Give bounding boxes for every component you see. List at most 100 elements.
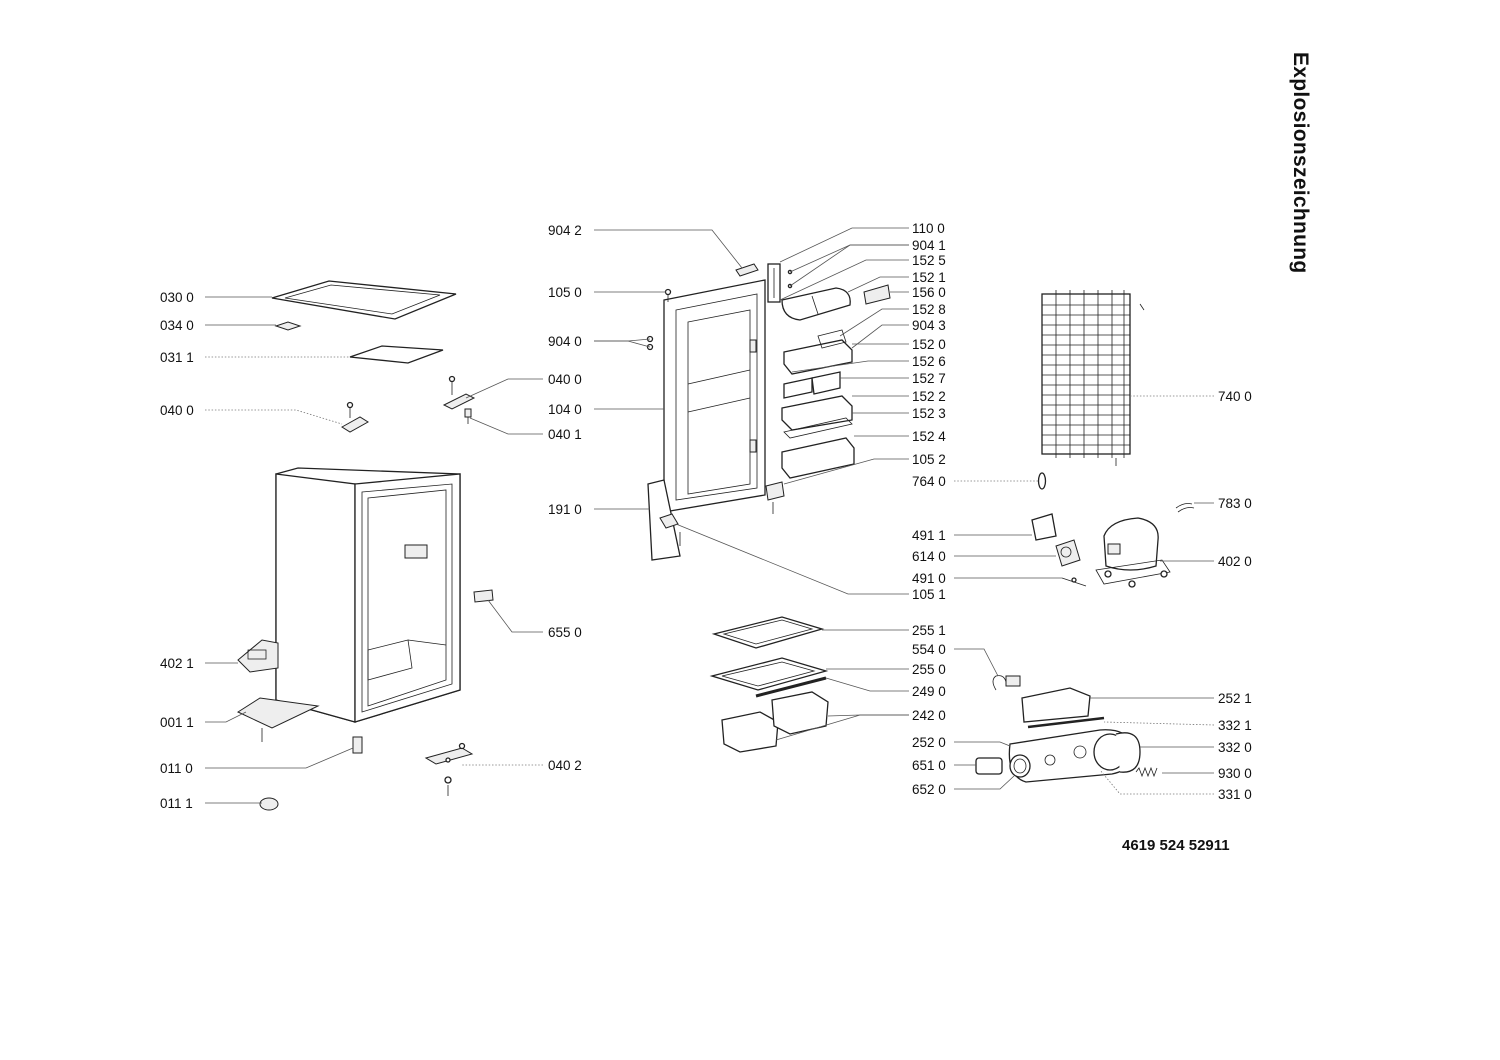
- label-783-0: 783 0: [1218, 496, 1252, 511]
- label-655-0: 655 0: [548, 625, 582, 640]
- shelf-plate-part: [349, 345, 444, 364]
- label-331-0: 331 0: [1218, 787, 1252, 802]
- label-740-0: 740 0: [1218, 389, 1252, 404]
- label-554-0: 554 0: [912, 642, 946, 657]
- glass-shelf-upper-part: [711, 616, 825, 649]
- label-242-0: 242 0: [912, 708, 946, 723]
- label-040-2: 040 2: [548, 758, 582, 773]
- label-252-0: 252 0: [912, 735, 946, 750]
- crisper-b-part: [771, 691, 829, 735]
- label-152-7: 152 7: [912, 371, 946, 386]
- cabinet-body: [275, 467, 461, 723]
- drain-clip-part: [1037, 472, 1047, 490]
- egg-tray-part: [863, 284, 891, 305]
- label-040-0-right: 040 0: [548, 372, 582, 387]
- label-105-1: 105 1: [912, 587, 946, 602]
- label-104-0: 104 0: [548, 402, 582, 417]
- door-part: [663, 279, 766, 513]
- label-652-0: 652 0: [912, 782, 946, 797]
- label-152-2: 152 2: [912, 389, 946, 404]
- label-402-1: 402 1: [160, 656, 194, 671]
- label-105-2: 105 2: [912, 452, 946, 467]
- crisper-a-part: [721, 711, 779, 753]
- label-332-1: 332 1: [1218, 718, 1252, 733]
- label-011-1: 011 1: [160, 796, 193, 811]
- label-904-1: 904 1: [912, 238, 946, 253]
- label-152-5: 152 5: [912, 253, 946, 268]
- small-clip-part: [274, 321, 302, 331]
- label-105-0: 105 0: [548, 285, 582, 300]
- label-764-0: 764 0: [912, 474, 946, 489]
- label-152-0: 152 0: [912, 337, 946, 352]
- drawing-title: Explosionszeichnung: [1289, 52, 1312, 274]
- label-152-6: 152 6: [912, 354, 946, 369]
- label-040-1: 040 1: [548, 427, 582, 442]
- label-152-3: 152 3: [912, 406, 946, 421]
- label-152-1: 152 1: [912, 270, 946, 285]
- label-255-1: 255 1: [912, 623, 946, 638]
- label-255-0: 255 0: [912, 662, 946, 677]
- door-shelf-b-part: [783, 371, 841, 399]
- condenser-part: [1041, 290, 1145, 466]
- label-904-0: 904 0: [548, 334, 582, 349]
- label-034-0: 034 0: [160, 318, 194, 333]
- butter-lid-part: [781, 287, 851, 321]
- door-bottom-hinge-part: [765, 481, 785, 514]
- label-491-0: 491 0: [912, 571, 946, 586]
- leader-lines: [205, 227, 1215, 804]
- lamp-socket-part: [1009, 754, 1031, 778]
- label-191-0: 191 0: [548, 502, 582, 517]
- label-402-0: 402 0: [1218, 554, 1252, 569]
- label-152-4: 152 4: [912, 429, 946, 444]
- foot-part: [259, 797, 279, 811]
- foot-screw-part: [352, 736, 363, 754]
- label-252-1: 252 1: [1218, 691, 1252, 706]
- label-031-1: 031 1: [160, 350, 194, 365]
- door-top-clip-part: [735, 263, 759, 277]
- compressor-part: [1095, 517, 1171, 588]
- label-930-0: 930 0: [1218, 766, 1252, 781]
- thermostat-housing-part: [1008, 729, 1135, 783]
- part-number-labels: 030 0 034 0 031 1 040 0 040 0 040 1 402 …: [160, 221, 1252, 811]
- small-tube-part: [1175, 503, 1195, 513]
- cable-clip-part: [1061, 577, 1087, 587]
- lower-hinge-part: [236, 697, 320, 742]
- door-shelf-c-part: [781, 395, 853, 439]
- label-011-0: 011 0: [160, 761, 193, 776]
- bottom-hinge-part: [424, 742, 474, 796]
- spring-part: [1135, 766, 1158, 778]
- label-156-0: 156 0: [912, 285, 946, 300]
- label-614-0: 614 0: [912, 549, 946, 564]
- foot-plate-part: [237, 639, 279, 673]
- label-030-0: 030 0: [160, 290, 194, 305]
- relay-part: [1055, 539, 1081, 567]
- hinge-left-part: [341, 401, 369, 433]
- label-904-2: 904 2: [548, 223, 582, 238]
- label-651-0: 651 0: [912, 758, 946, 773]
- gasket-strip-part: [1027, 716, 1105, 729]
- hinge-upper-part: [442, 375, 476, 424]
- knob-part: [1115, 732, 1141, 773]
- label-491-1: 491 1: [912, 528, 946, 543]
- door-shelf-a-part: [783, 329, 853, 375]
- door-bracket-part: [767, 263, 793, 303]
- light-cover-part: [1021, 687, 1091, 723]
- bottle-shelf-part: [781, 437, 855, 479]
- document-number: 4619 524 52911: [1122, 837, 1230, 854]
- top-cover-part: [271, 280, 457, 320]
- label-249-0: 249 0: [912, 684, 946, 699]
- door-screws-part: [646, 288, 672, 351]
- lamp-part: [975, 757, 1003, 775]
- door-gasket-part: [647, 479, 681, 561]
- label-110-0: 110 0: [912, 221, 945, 236]
- lamp-cable-part: [992, 675, 1021, 691]
- label-904-3: 904 3: [912, 318, 946, 333]
- handle-part: [473, 589, 494, 603]
- shelf-strip-part: [755, 676, 827, 698]
- glass-shelf-lower-part: [709, 657, 829, 691]
- compressor-bracket-part: [1031, 513, 1057, 541]
- label-332-0: 332 0: [1218, 740, 1252, 755]
- label-040-0-left: 040 0: [160, 403, 194, 418]
- label-152-8: 152 8: [912, 302, 946, 317]
